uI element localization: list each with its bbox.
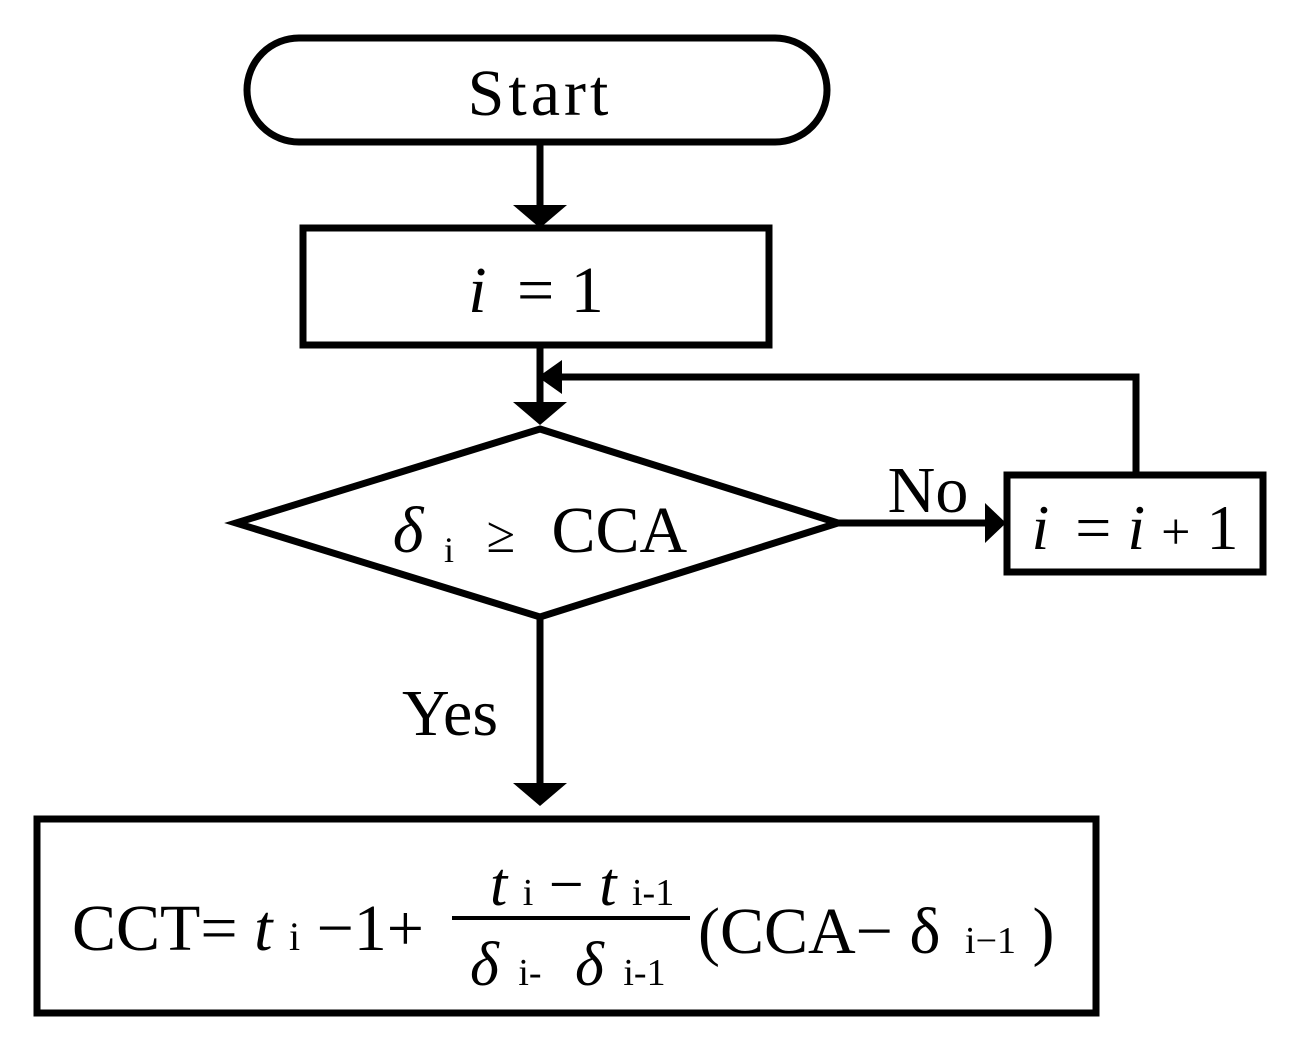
- decision-sub: i: [444, 530, 454, 570]
- paren-delta: δ: [909, 895, 940, 968]
- svg-text:δ i ≥ CCA: δ i ≥ CCA: [393, 494, 688, 577]
- init-val: 1: [571, 254, 604, 327]
- num-minus: −: [549, 851, 584, 919]
- svg-text:i = i +: i = i + 1: [1032, 492, 1239, 563]
- den-delta1: δ: [470, 931, 500, 999]
- inc-plus: +: [1161, 504, 1190, 561]
- den-sub1: i-: [518, 952, 541, 994]
- edge-yes: Yes: [402, 617, 567, 806]
- arrow-init-to-decision: [513, 345, 567, 425]
- den-sub2: i-1: [623, 952, 665, 994]
- paren-close: ): [1033, 895, 1055, 968]
- result-t-sub: i: [289, 914, 300, 959]
- num-t2: t: [599, 851, 618, 919]
- init-var: i: [468, 254, 486, 327]
- decision-node: δ i ≥ CCA: [224, 425, 850, 621]
- svg-text:i = 1: i = 1: [468, 254, 604, 327]
- inc-one: 1: [1206, 492, 1238, 563]
- start-node: Start: [243, 34, 831, 146]
- edge-no: No: [838, 454, 1006, 543]
- num-sub2: i-1: [632, 872, 674, 914]
- svg-text:(CCA− δ i−1: (CCA− δ i−1 ): [698, 895, 1055, 968]
- decision-rhs: CCA: [552, 494, 688, 567]
- inc-var: i: [1032, 492, 1050, 563]
- result-prefix: CCT=: [72, 892, 238, 965]
- num-t1: t: [490, 851, 509, 919]
- paren-sub: i−1: [965, 920, 1016, 962]
- svg-text:CCT= t i −1+: CCT= t i −1+: [72, 892, 424, 965]
- edge-no-label: No: [888, 454, 969, 527]
- svg-text:t i − t: t i − t i-1: [490, 851, 674, 919]
- decision-delta: δ: [393, 494, 425, 567]
- result-t: t: [254, 892, 274, 965]
- paren-open: (CCA−: [698, 895, 893, 968]
- result-minus-one-plus: −1+: [317, 892, 424, 965]
- result-node: CCT= t i −1+ t i − t i-1 δ i- δ i-1 (CCA…: [33, 815, 1100, 1017]
- inc-eq: =: [1075, 492, 1111, 563]
- loop-back-edge: [538, 360, 1140, 475]
- start-label: Start: [468, 57, 613, 130]
- num-sub1: i: [523, 872, 534, 914]
- svg-text:δ i- δ i-1: δ i- δ i-1: [470, 931, 666, 999]
- den-delta2: δ: [575, 931, 605, 999]
- decision-op: ≥: [486, 507, 515, 564]
- arrow-start-to-init: [513, 142, 567, 228]
- edge-yes-label: Yes: [402, 677, 498, 750]
- increment-node: i = i + 1: [1003, 471, 1267, 576]
- init-eq: =: [517, 254, 554, 327]
- inc-var2: i: [1127, 492, 1145, 563]
- init-node: i = 1: [299, 224, 773, 349]
